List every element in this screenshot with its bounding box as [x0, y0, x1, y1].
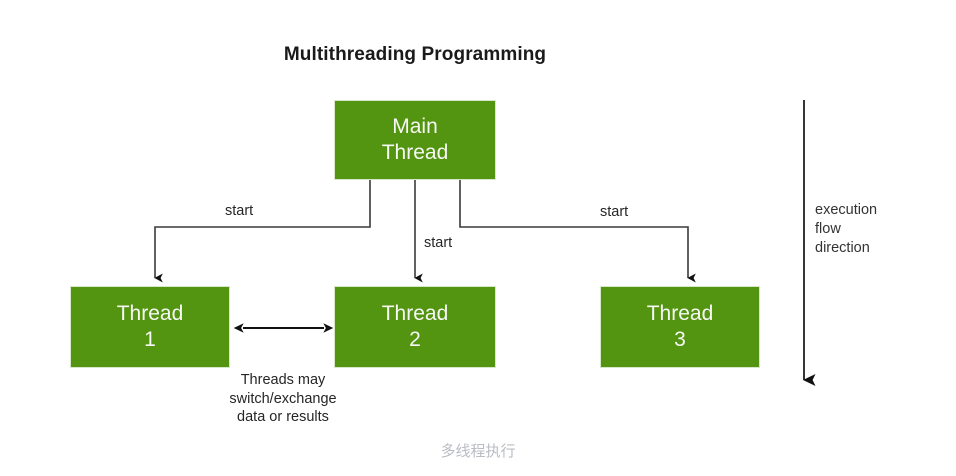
node-thread-2[interactable]: Thread 2	[334, 286, 496, 368]
node-thread-1-line-2: 1	[144, 328, 156, 351]
note-thread-exchange-line-1: Threads may	[240, 372, 326, 388]
node-thread-3-line-2: 3	[674, 328, 686, 351]
node-main-thread-line-1: Main	[392, 115, 438, 139]
connector-main-to-thread-1	[154, 180, 371, 283]
edge-label-start-right: start	[600, 204, 629, 220]
note-execution-flow: execution flow direction	[815, 201, 877, 258]
page-title: Multithreading Programming	[283, 44, 547, 65]
node-thread-1[interactable]: Thread 1	[70, 286, 230, 368]
node-thread-2-line-2: 2	[409, 328, 421, 351]
note-thread-exchange-line-3: data or results	[237, 409, 329, 426]
note-execution-flow-line-1: execution	[815, 202, 878, 218]
note-thread-exchange-line-2: switch/exchange	[229, 390, 337, 407]
node-thread-2-line-1: Thread	[381, 302, 449, 326]
note-thread-exchange: Threads may switch/exchange data or resu…	[203, 371, 363, 427]
node-main-thread-line-2: Thread	[381, 141, 449, 164]
figure-caption: 多线程执行	[440, 443, 516, 460]
connector-main-to-thread-3	[459, 180, 696, 283]
node-thread-3-line-1: Thread	[646, 302, 714, 326]
node-thread-1-line-1: Thread	[116, 302, 184, 326]
edge-label-start-left: start	[225, 203, 254, 219]
edge-label-start-middle: start	[424, 235, 453, 251]
node-thread-3[interactable]: Thread 3	[600, 286, 760, 368]
node-main-thread[interactable]: Main Thread	[334, 100, 496, 180]
note-execution-flow-line-2: flow	[815, 221, 841, 238]
note-execution-flow-line-3: direction	[815, 240, 870, 257]
